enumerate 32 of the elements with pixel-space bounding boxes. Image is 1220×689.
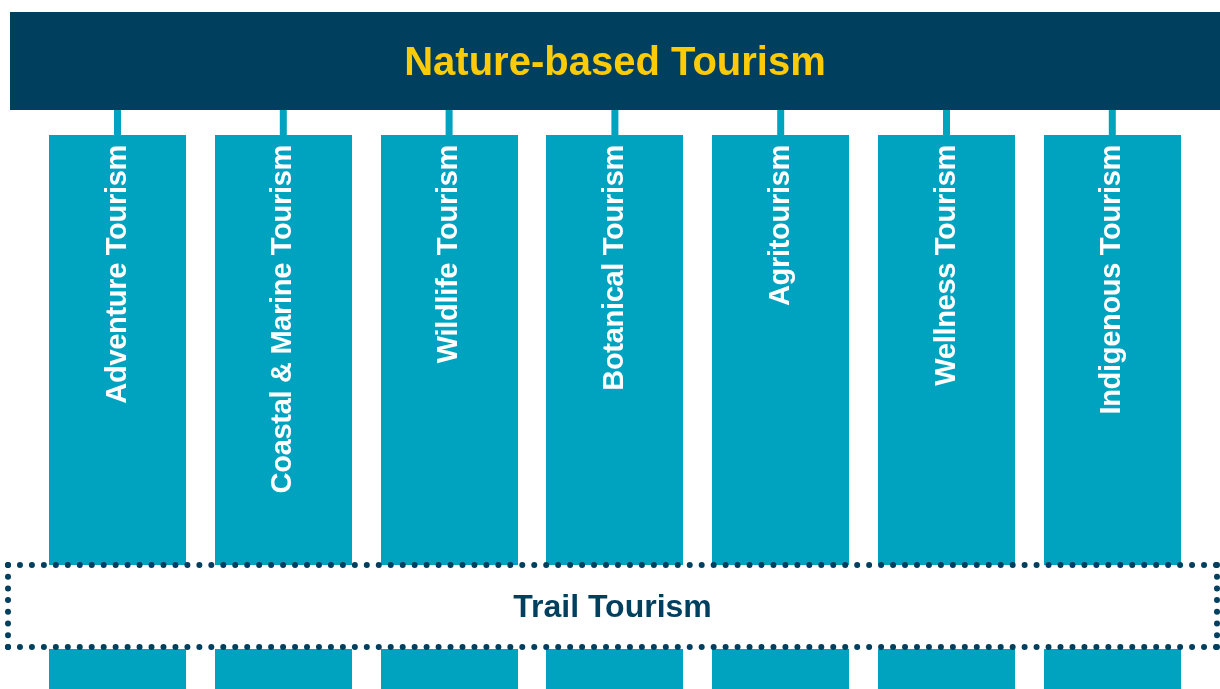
category-label: Wellness Tourism (928, 145, 960, 386)
connector-line (943, 110, 950, 135)
column-base-bar (712, 649, 850, 689)
connector-line (445, 110, 453, 135)
column-base-bar (380, 649, 518, 689)
connector-line (611, 110, 619, 135)
category-column (712, 135, 850, 565)
category-label: Botanical Tourism (596, 145, 629, 391)
column-base-bar (878, 649, 1015, 689)
connector-line (777, 110, 785, 135)
title-text: Nature-based Tourism (404, 38, 826, 84)
connector-line (279, 110, 287, 135)
band-label: Trail Tourism (513, 587, 712, 625)
category-label: Wildlife Tourism (430, 145, 463, 364)
category-label: Adventure Tourism (99, 145, 131, 404)
category-column (1043, 135, 1181, 565)
column-base-bar (49, 649, 186, 689)
dotted-band (5, 562, 1220, 650)
connector-line (114, 110, 121, 135)
category-column (214, 135, 352, 565)
category-column (49, 135, 186, 565)
column-base-bar (546, 649, 684, 689)
column-base-bar (214, 649, 352, 689)
category-label: Agritourism (762, 145, 795, 307)
title-banner (10, 12, 1220, 110)
connector-line (1108, 110, 1116, 135)
category-column (380, 135, 518, 565)
category-column (546, 135, 684, 565)
category-label: Indigenous Tourism (1093, 145, 1126, 415)
category-label: Coastal & Marine Tourism (264, 145, 297, 494)
category-column (878, 135, 1015, 565)
column-base-bar (1043, 649, 1181, 689)
